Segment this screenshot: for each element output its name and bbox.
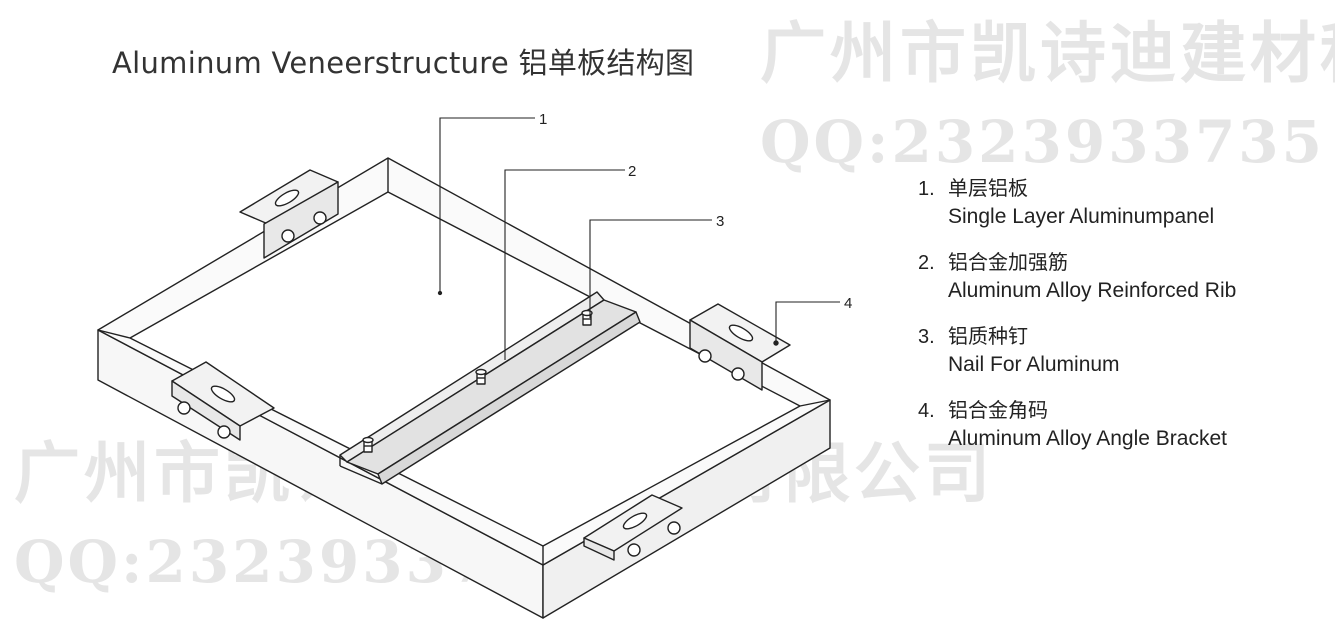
leader-line-4: [775, 301, 840, 343]
legend-label-cn: 单层铝板: [948, 178, 1028, 200]
angle-bracket-top-left: [239, 169, 339, 259]
angle-bracket-bottom-right: [583, 494, 683, 561]
legend-item-3: 3. 铝质种钉 Nail For Aluminum: [918, 324, 1236, 379]
legend-label-en: Nail For Aluminum: [948, 353, 1120, 376]
leader-line-3: [589, 219, 712, 318]
reinforced-rib: [339, 291, 641, 485]
watermark-qq-top: QQ:2323933735: [760, 108, 1326, 176]
aluminum-nail-1: [362, 436, 374, 453]
legend-item-2: 2. 铝合金加强筋 Aluminum Alloy Reinforced Rib: [918, 250, 1236, 305]
legend-label-en: Single Layer Aluminumpanel: [948, 205, 1215, 228]
legend: 1. 单层铝板 Single Layer Aluminumpanel 2. 铝合金加…: [918, 176, 1236, 472]
angle-bracket-right: [689, 303, 791, 391]
leader-line-1: [439, 117, 535, 293]
legend-label-en: Aluminum Alloy Reinforced Rib: [948, 279, 1237, 302]
angle-bracket-bottom-left: [171, 361, 275, 441]
page-title: Aluminum Veneerstructure 铝单板结构图: [112, 46, 695, 80]
legend-number: 3.: [918, 326, 935, 348]
legend-label-cn: 铝质种钉: [948, 326, 1028, 348]
legend-label-cn: 铝合金加强筋: [948, 252, 1068, 274]
callout-4: 4: [844, 295, 852, 312]
legend-number: 4.: [918, 400, 935, 422]
leader-line-2: [504, 169, 625, 360]
callout-3: 3: [716, 213, 724, 230]
callout-2: 2: [628, 163, 636, 180]
legend-label-cn: 铝合金角码: [948, 400, 1048, 422]
legend-label-en: Aluminum Alloy Angle Bracket: [948, 427, 1227, 450]
legend-number: 1.: [918, 178, 935, 200]
watermark-company-top: 广州市凯诗迪建材科: [760, 14, 1335, 92]
legend-item-4: 4. 铝合金角码 Aluminum Alloy Angle Bracket: [918, 398, 1236, 453]
aluminum-nail-2: [475, 368, 487, 385]
legend-number: 2.: [918, 252, 935, 274]
legend-item-1: 1. 单层铝板 Single Layer Aluminumpanel: [918, 176, 1236, 231]
callout-1: 1: [539, 111, 547, 128]
